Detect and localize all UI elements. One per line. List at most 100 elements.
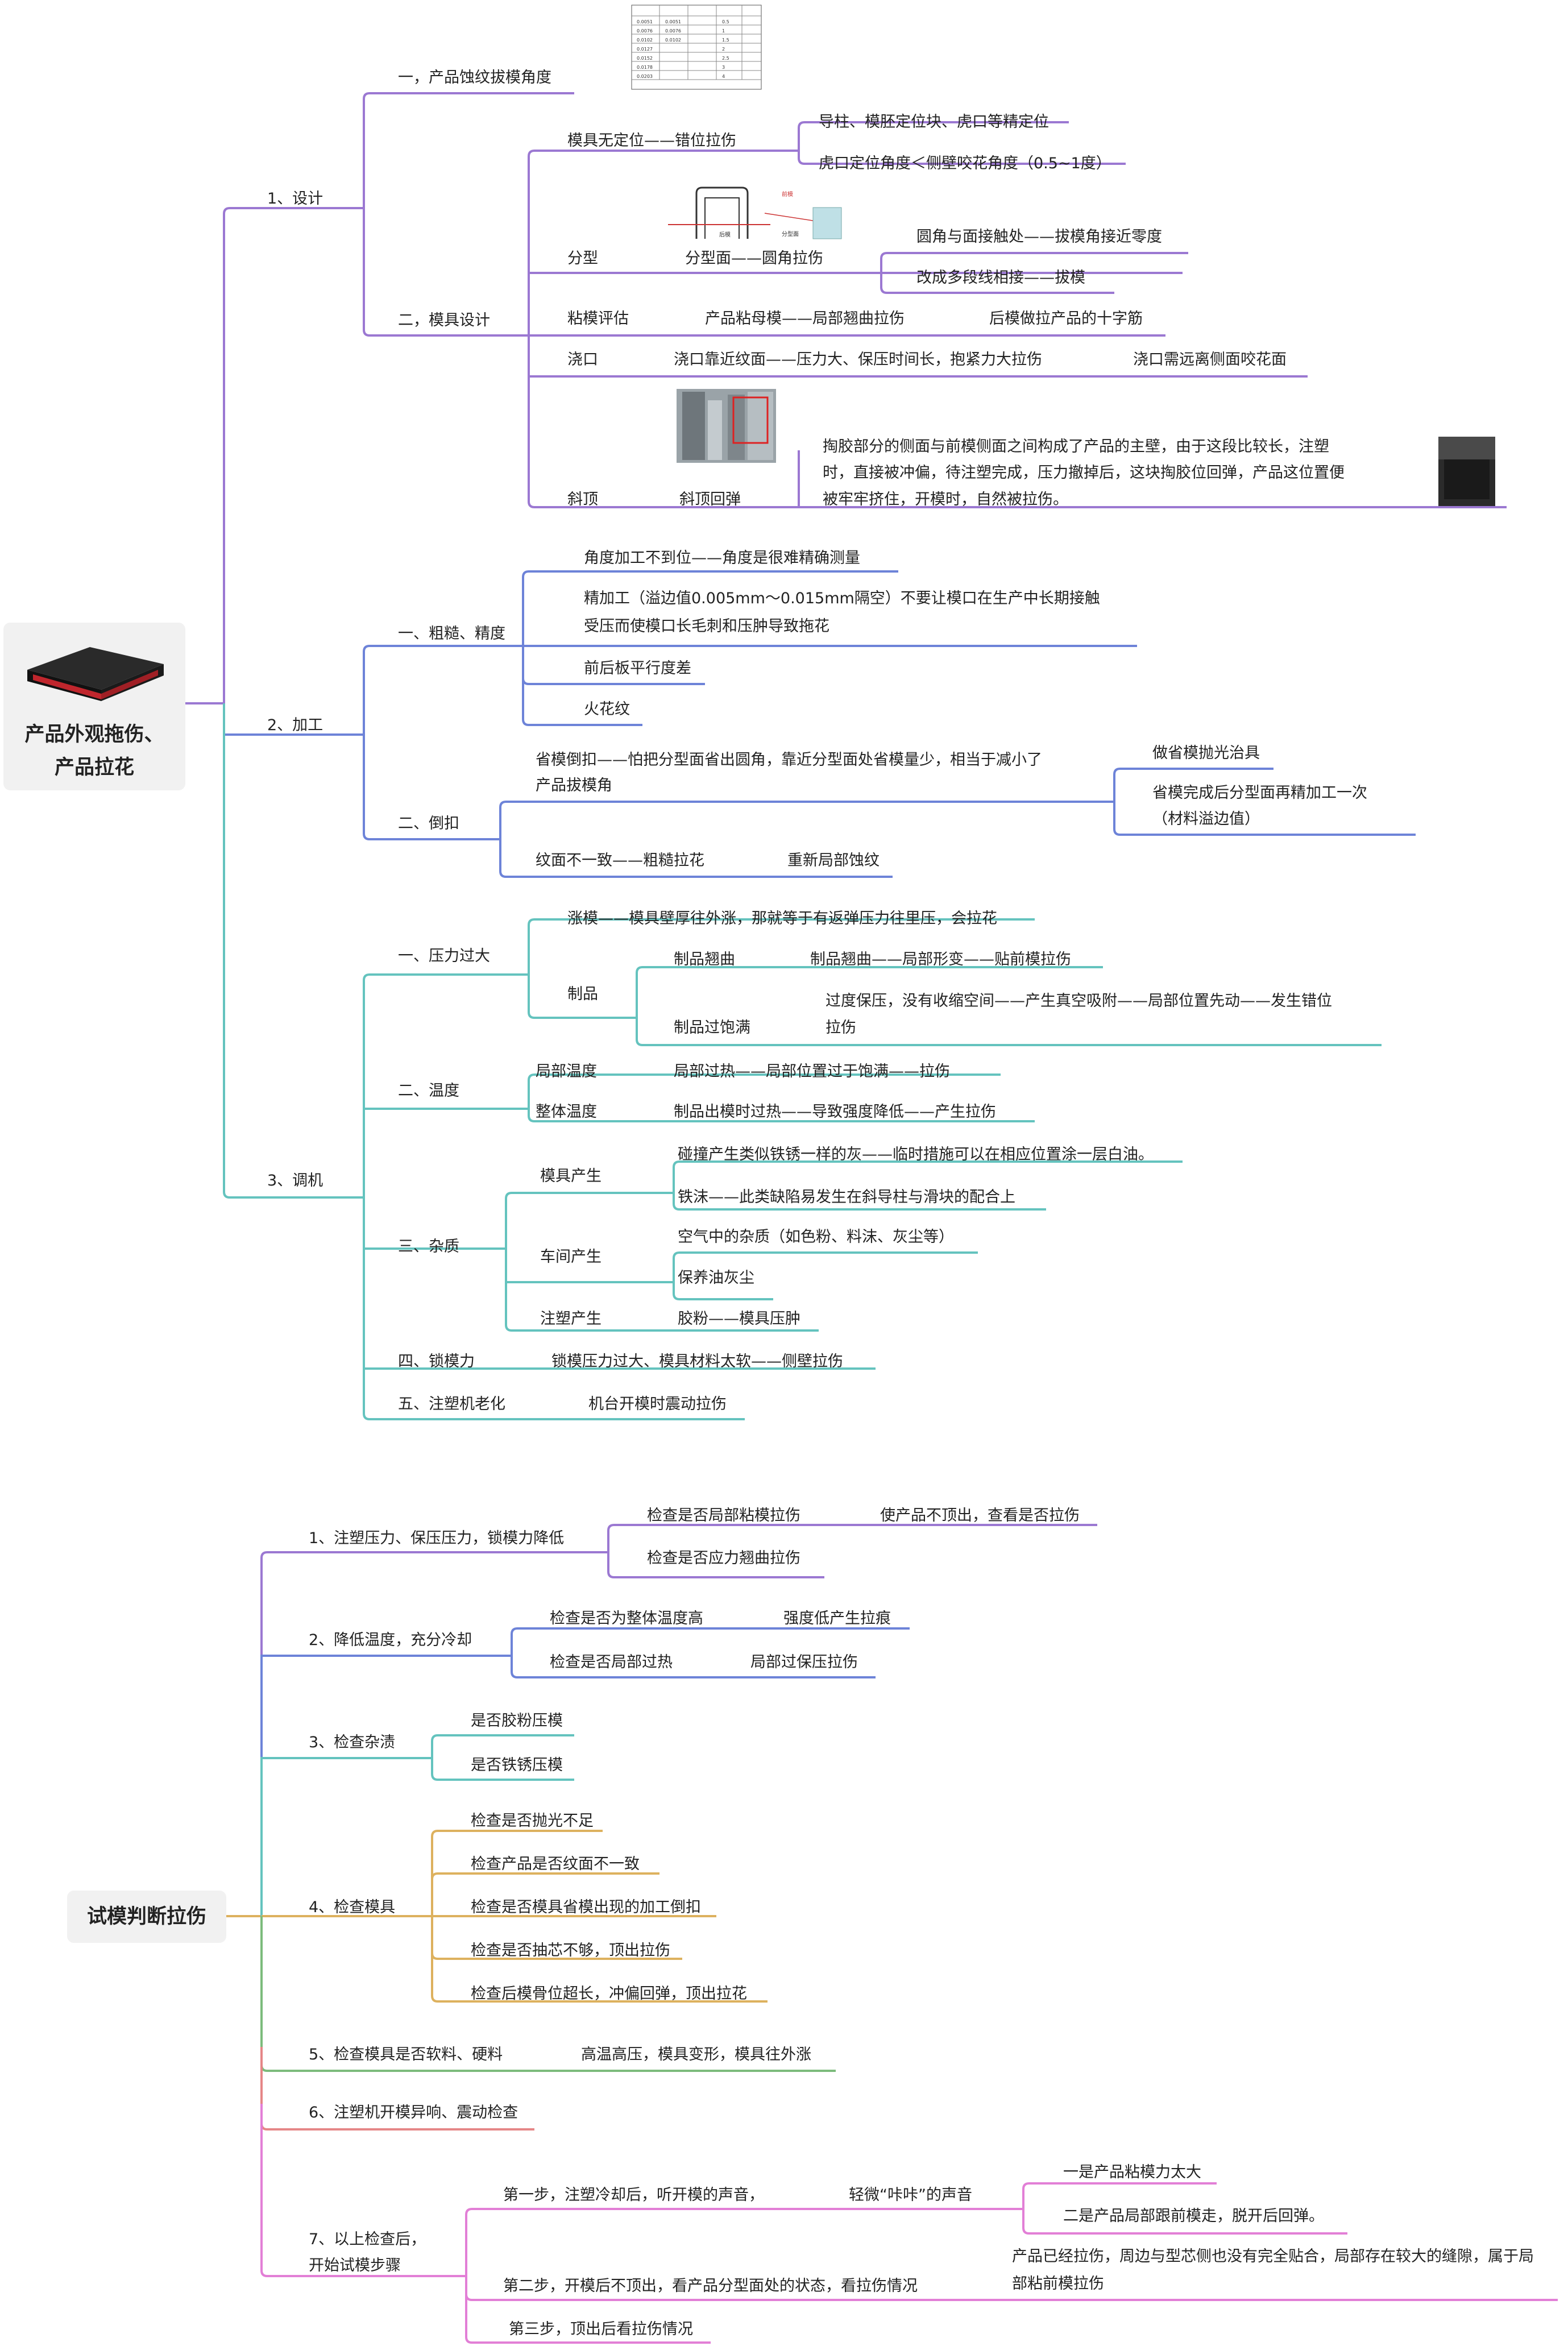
trial-step2-ra: 产品已经拉伤，周边与型芯侧也没有完全贴合，局部存在较大的缝隙，属于局	[1012, 2248, 1534, 2265]
rough-item4: 火花纹	[584, 701, 630, 718]
branch-tuning: 3、调机	[267, 1172, 323, 1189]
parting-label-front: 前模	[782, 190, 793, 198]
branch-design: 1、设计	[267, 190, 323, 208]
imp-mold: 模具产生	[540, 1167, 602, 1185]
trial-b2-c1: 检查是否为整体温度高	[550, 1610, 703, 1627]
parting-item1: 圆角与面接触处——拔模角接近零度	[916, 228, 1162, 246]
undercut-item1a: 省模倒扣——怕把分型面省出圆角，靠近分型面处省模量少，相当于减小了	[536, 751, 1042, 769]
pressure-over-rb: 拉伤	[826, 1019, 856, 1037]
svg-text:2: 2	[722, 47, 725, 52]
imp-inj: 注塑产生	[540, 1310, 602, 1328]
svg-text:0.0076: 0.0076	[637, 28, 653, 34]
pressure-warp-r: 制品翘曲——局部形变——贴前模拉伤	[810, 951, 1071, 968]
pressure-over-ra: 过度保压，没有收缩空间——产生真空吸附——局部位置先动——发生错位	[826, 992, 1332, 1010]
trial-b5-c1: 高温高压，模具变形，模具往外涨	[581, 2046, 811, 2063]
temp-whole-r: 制品出模时过热——导致强度降低——产生拉伤	[674, 1103, 996, 1121]
trial-step1: 第一步，注塑冷却后，听开模的声音，	[503, 2186, 764, 2204]
branch-processing: 2、加工	[267, 716, 323, 734]
svg-text:0.0127: 0.0127	[637, 47, 653, 52]
rough-item2a: 精加工（溢边值0.005mm～0.015mm隔空）不要让模口在生产中长期接触	[584, 590, 1100, 607]
svg-text:0.0178: 0.0178	[637, 65, 653, 70]
svg-text:0.0203: 0.0203	[637, 74, 653, 79]
trial-step1-r1: 一是产品粘模力太大	[1063, 2163, 1201, 2181]
svg-text:0.0102: 0.0102	[637, 38, 653, 43]
svg-text:4: 4	[722, 74, 725, 79]
map1-root-line2: 产品拉花	[54, 756, 134, 779]
trial-b3-c1: 是否胶粉压模	[471, 1712, 563, 1730]
imp-shop: 车间产生	[540, 1248, 602, 1266]
undercut: 二、倒扣	[398, 815, 459, 832]
imp-shop-r2: 保养油灰尘	[678, 1269, 754, 1287]
trial-b4: 4、检查模具	[309, 1899, 396, 1916]
svg-text:0.0102: 0.0102	[665, 38, 681, 43]
undercut-item2: 纹面不一致——粗糙拉花	[536, 852, 704, 869]
trial-step2-rb: 部粘前模拉伤	[1012, 2275, 1104, 2293]
parting-label-back: 后模	[719, 231, 731, 238]
gate-extra: 浇口需远离侧面咬花面	[1133, 351, 1287, 368]
undercut-item1b: 产品拔模角	[536, 777, 612, 794]
parting-detail: 分型面——圆角拉伤	[685, 250, 823, 267]
product-image	[22, 630, 167, 715]
lifter-text1: 掏胶部分的侧面与前模侧面之间构成了产品的主壁，由于这段比较长，注塑	[823, 438, 1329, 455]
gate-label: 浇口	[567, 351, 598, 368]
temp-local: 局部温度	[536, 1063, 597, 1080]
lifter-photo	[677, 389, 776, 463]
imp-mold-r2: 铁沫——此类缺陷易发生在斜导柱与滑块的配合上	[678, 1188, 1015, 1206]
undercut-r2b: （材料溢边值）	[1152, 810, 1260, 828]
pressure-swell: 涨模——模具壁厚往外涨，那就等于有返弹压力往里压，会拉花	[567, 910, 997, 927]
trial-step1b: 轻微“咔咔”的声音	[849, 2186, 972, 2204]
undercut-r2a: 省模完成后分型面再精加工一次	[1152, 784, 1367, 802]
trial-step2: 第二步，开模后不顶出，看产品分型面处的状态，看拉伤情况	[503, 2277, 918, 2295]
temperature: 二、温度	[398, 1082, 459, 1100]
stick-detail: 产品粘母模——局部翘曲拉伤	[705, 310, 905, 328]
machine-aging-detail: 机台开模时震动拉伤	[588, 1395, 727, 1413]
trial-b1-c2: 检查是否应力翘曲拉伤	[647, 1549, 800, 1567]
trial-b4-c3: 检查是否模具省模出现的加工倒扣	[471, 1899, 701, 1916]
rough-precision: 一、粗糙、精度	[398, 625, 505, 643]
trial-b5: 5、检查模具是否软料、硬料	[309, 2046, 503, 2063]
svg-text:0.0076: 0.0076	[665, 28, 681, 34]
svg-text:0.0051: 0.0051	[665, 19, 681, 24]
trial-step3: 第三步，顶出后看拉伤情况	[509, 2320, 693, 2338]
clamping-force: 四、锁模力	[398, 1353, 475, 1370]
trial-b2-c2r: 局部过保压拉伤	[750, 1653, 858, 1671]
rough-item2b: 受压而使模口长毛刺和压肿导致拖花	[584, 617, 829, 635]
trial-b4-c2: 检查产品是否纹面不一致	[471, 1855, 640, 1873]
imp-shop-r1: 空气中的杂质（如色粉、料沫、灰尘等）	[678, 1228, 954, 1246]
imp-mold-r1: 碰撞产生类似铁锈一样的灰——临时措施可以在相应位置涂一层白油。	[678, 1146, 1154, 1163]
trial-step1-r2: 二是产品局部跟前模走，脱开后回弹。	[1063, 2207, 1324, 2225]
lifter-label: 斜顶	[567, 491, 598, 508]
trial-b1-c1: 检查是否局部粘模拉伤	[647, 1507, 800, 1524]
trial-b2: 2、降低温度，充分冷却	[309, 1631, 472, 1649]
trial-b4-c1: 检查是否抛光不足	[471, 1812, 594, 1830]
clamping-detail: 锁模压力过大、模具材料太软——侧壁拉伤	[551, 1353, 843, 1370]
stick-label: 粘模评估	[567, 310, 629, 328]
trial-b4-c5: 检查后模骨位超长，冲偏回弹，顶出拉花	[471, 1985, 747, 2003]
svg-text:3: 3	[722, 65, 725, 70]
gate-detail: 浇口靠近纹面——压力大、保压时间长，抱紧力大拉伤	[674, 351, 1042, 368]
temp-whole: 整体温度	[536, 1103, 597, 1121]
rough-item1: 角度加工不到位——角度是很难精确测量	[584, 549, 860, 567]
trial-b3: 3、检查杂渍	[309, 1734, 396, 1751]
svg-text:1: 1	[722, 28, 725, 34]
pressure-too-high: 一、压力过大	[398, 947, 490, 965]
svg-text:0.0051: 0.0051	[637, 19, 653, 24]
svg-text:0.0152: 0.0152	[637, 56, 653, 61]
parting-item2: 改成多段线相接——拔模	[916, 269, 1085, 287]
lifter-text2: 时，直接被冲偏，待注塑完成，压力撤掉后，这块掏胶位回弹，产品这位置便	[823, 464, 1345, 482]
design-mold-design: 二，模具设计	[398, 312, 490, 329]
trial-b7-a: 7、以上检查后，	[309, 2231, 426, 2248]
pressure-warp: 制品翘曲	[674, 951, 735, 968]
trial-b2-c1r: 强度低产生拉痕	[783, 1610, 891, 1627]
trial-b6: 6、注塑机开模异响、震动检查	[309, 2104, 518, 2121]
temp-local-r: 局部过热——局部位置过于饱满——拉伤	[674, 1063, 950, 1080]
stick-extra: 后模做拉产品的十字筋	[989, 310, 1143, 328]
mold-positioning-item1: 导柱、模胚定位块、虎口等精定位	[819, 113, 1049, 131]
parting-label-face: 分型面	[782, 230, 799, 238]
parting-diagram-image: 前模 后模 分型面	[662, 182, 850, 244]
lifter-text3: 被牢牢挤住，开模时，自然被拉伤。	[823, 491, 1068, 508]
impurities: 三、杂质	[398, 1238, 459, 1255]
rough-item3: 前后板平行度差	[584, 660, 691, 677]
map1-root-line1: 产品外观拖伤、	[24, 723, 164, 746]
